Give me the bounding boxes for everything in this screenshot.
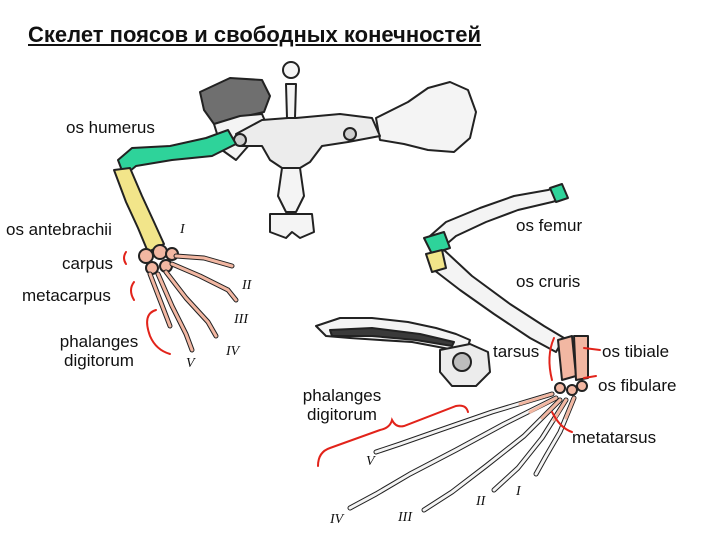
label-phalanges2-line1: phalanges [302,386,382,405]
label-phalanges-line2: digitorum [64,351,134,370]
numeral-hind-III: III [398,510,412,525]
numeral-hind-II: II [476,494,486,509]
diagram-title: Скелет поясов и свободных конечностей [28,22,482,47]
numeral-fore-II: II [242,278,252,293]
label-phalanges2-line2: digitorum [307,405,377,424]
label-os-antebrachii: os antebrachii [6,220,112,239]
tarsus-bracket [548,337,555,381]
shoulder-girdle [199,61,477,239]
fibulare-line [583,375,597,379]
numeral-fore-IV: IV [226,344,240,359]
label-os-cruris: os cruris [516,272,581,291]
glenoid-right [343,127,357,141]
label-phalanges-digitorum-fore: phalanges digitorum [48,332,150,370]
pelvis [315,317,491,387]
femur-distal [423,231,451,255]
femur-proximal [549,183,569,203]
forelimb [113,129,239,353]
tibiale-line [583,347,601,351]
episternum-knob [282,61,300,79]
sternum [277,167,305,213]
numeral-hind-IV: IV [330,512,344,527]
numeral-fore-I: I [180,222,185,237]
left-suprascapula [199,77,271,125]
label-phalanges-digitorum-hind: phalanges digitorum [290,386,394,424]
carpus-bracket [123,251,127,265]
label-metacarpus: metacarpus [22,286,111,305]
label-carpus: carpus [62,254,114,273]
label-tarsus: tarsus [493,342,540,361]
ilium-dark-stripe [329,327,455,347]
phalanges-fore-bracket [146,309,171,355]
numeral-hind-V: V [366,454,375,469]
crus-knee [425,249,447,273]
numeral-hind-I: I [516,484,521,499]
label-os-femur: os femur [516,216,583,235]
numeral-fore-III: III [234,312,248,327]
xiphisternum [269,213,315,239]
annotation-brackets [123,251,601,467]
acetabulum [452,352,472,372]
antebrachium-bone [113,167,165,253]
metatarsal-highlight [518,392,576,422]
label-metatarsus: metatarsus [572,428,657,447]
label-phalanges-line1: phalanges [59,332,139,351]
forelimb-digits-fill [148,254,238,352]
metacarpus-bracket [130,281,135,301]
label-os-fibulare: os fibulare [598,376,677,395]
label-os-humerus: os humerus [66,118,155,137]
episternum [285,83,297,119]
hindlimb [347,183,589,513]
hindlimb-digits-fill [348,392,576,512]
humerus-bone [117,129,237,177]
fibulare-bone [573,335,589,381]
metatarsus-bracket [551,411,573,433]
phalanges-hind-bracket [317,404,469,467]
coracoid-body [235,113,381,169]
right-suprascapula [375,81,477,153]
label-os-tibiale: os tibiale [602,342,670,361]
numeral-fore-V: V [186,356,195,371]
distal-tarsals [554,380,588,396]
carpus-bones [138,244,179,275]
